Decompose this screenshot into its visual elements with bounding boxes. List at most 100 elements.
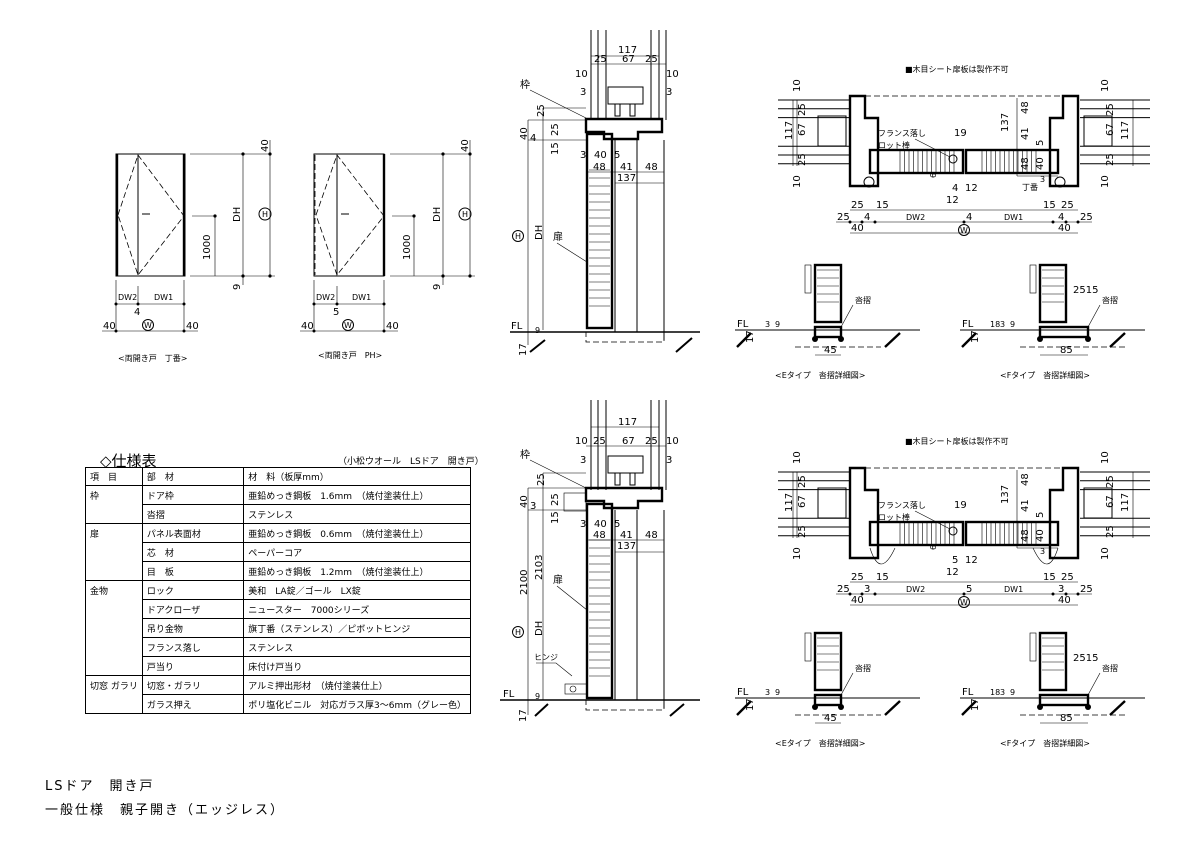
- dim-left-117: 117: [784, 121, 795, 140]
- wall-runner-right: [1083, 487, 1113, 519]
- spec-cell-material: 亜鉛めっき鋼板 1.6mm （焼付塗装仕上）: [243, 485, 471, 505]
- dim-3: 3: [1040, 175, 1045, 184]
- left-40-label: 40: [103, 321, 116, 332]
- rod-callout: ロット棒: [878, 512, 910, 522]
- dim-3b: 3: [666, 87, 672, 98]
- h-value-2100: 2100: [519, 570, 530, 595]
- sill-width-label: 85: [1060, 345, 1073, 356]
- fl-label: FL: [511, 321, 523, 332]
- dim-b-15: 15: [876, 200, 889, 211]
- elevation-caption: <両開き戸 PH>: [318, 351, 382, 360]
- wall-runner-right: [1083, 115, 1113, 147]
- right-40-label: 40: [386, 321, 399, 332]
- document-title: LSドア 開き戸: [45, 779, 155, 794]
- dim-left-25b: 25: [797, 525, 808, 538]
- frame-callout: 枠: [520, 78, 530, 91]
- pivot-arc: [869, 547, 896, 565]
- h-label: H: [462, 210, 468, 219]
- dim-40: 40: [1035, 529, 1046, 542]
- dim-41: 41: [620, 162, 633, 173]
- spec-cell-part: 吊り金物: [141, 618, 245, 638]
- door-callout: 扉: [553, 230, 563, 243]
- spec-row: 扉パネル表面材亜鉛めっき鋼板 0.6mm （焼付塗装仕上）: [85, 523, 471, 543]
- dim-b-25b: 25: [837, 584, 850, 595]
- dim-40d: 40: [594, 519, 607, 530]
- sill-callout: 沓摺: [855, 663, 871, 673]
- sill-caption: <Eタイプ 沓摺詳細図>: [775, 738, 865, 748]
- sill-width-label: 85: [1060, 713, 1073, 724]
- spec-cell-material: アルミ押出形材 （焼付塗装仕上）: [243, 675, 471, 695]
- dim-b-25: 25: [851, 572, 864, 583]
- dim-b-center: 4: [966, 212, 972, 223]
- hinge-callout: ヒンジ: [534, 653, 558, 662]
- dim-right-67: 67: [1105, 495, 1116, 508]
- dim-right-10: 10: [1100, 451, 1111, 464]
- dim-48b: 48: [1020, 157, 1031, 170]
- spec-cell-part: 切窓・ガラリ: [141, 675, 245, 695]
- dim-117: 117: [618, 45, 637, 56]
- dim-48: 48: [593, 162, 606, 173]
- wall-runner-left: [817, 115, 847, 147]
- plan-note: ■木目シート扉板は製作不可: [905, 436, 1009, 446]
- center-gap-label: 5: [333, 307, 339, 318]
- dim-19: 19: [954, 128, 967, 139]
- dh-label: DH: [534, 225, 545, 240]
- dim-b-dw2: DW2: [906, 213, 925, 222]
- dim-117: 117: [618, 417, 637, 428]
- dim-b-40: 40: [851, 595, 864, 606]
- dim-48: 48: [1020, 473, 1031, 486]
- dim-4: 4: [952, 183, 958, 194]
- dim-10b: 10: [666, 436, 679, 447]
- dim-5: 5: [1035, 140, 1046, 146]
- spec-row: 枠ドア枠亜鉛めっき鋼板 1.6mm （焼付塗装仕上）: [85, 485, 471, 505]
- dim-40: 40: [519, 495, 530, 508]
- dim-b-dw1: DW1: [1004, 213, 1023, 222]
- bottom-17-label: 17: [518, 709, 529, 722]
- dim-137: 137: [1000, 113, 1011, 132]
- sill-plate: [1038, 693, 1090, 707]
- offset-label: 2515: [1073, 285, 1098, 296]
- dim-10b: 10: [666, 69, 679, 80]
- bottom-17-label: 17: [518, 343, 529, 356]
- dim-b-15r: 15: [1043, 572, 1056, 583]
- spec-table-subtitle: （小松ウオール LSドア 開き戸）: [338, 457, 484, 467]
- spec-cell-group: [85, 504, 143, 524]
- spec-header-cell: 材 料（板厚mm）: [243, 467, 471, 486]
- dim-6: 6: [929, 545, 938, 550]
- dim-b-15r: 15: [1043, 200, 1056, 211]
- dim-b-25: 25: [851, 200, 864, 211]
- spec-cell-group: [85, 694, 143, 714]
- door-outline: [115, 153, 186, 277]
- door-leaf: [813, 631, 843, 692]
- door-outline: [313, 153, 385, 277]
- small-dim: 9: [775, 320, 780, 329]
- door-callout: 扉: [553, 573, 563, 586]
- dim-67: 67: [622, 436, 635, 447]
- spec-header-row: 項 目部 材材 料（板厚mm）: [85, 467, 471, 486]
- dim-right-117: 117: [1120, 121, 1131, 140]
- spec-cell-material: 床付け戸当り: [243, 656, 471, 676]
- spec-cell-material: ステンレス: [243, 504, 471, 524]
- hinge-callout: 丁番: [1022, 182, 1038, 192]
- dim-left-10: 10: [792, 451, 803, 464]
- offset-label: 2515: [1073, 653, 1098, 664]
- h-label: H: [515, 628, 521, 637]
- dim-right-25b: 25: [1105, 153, 1116, 166]
- spec-cell-group: [85, 618, 143, 638]
- dim-3b: 3: [580, 519, 586, 530]
- spec-row: ガラス押えポリ塩化ビニル 対応ガラス厚3〜6mm（グレー色）: [85, 694, 471, 714]
- dim-4: 5: [952, 555, 958, 566]
- dim-12b: 12: [946, 567, 959, 578]
- flush-bolt-callout: フランス落し: [878, 128, 926, 138]
- document-subtitle: 一般仕様 親子開き（エッジレス）: [45, 803, 286, 818]
- dim-b-25rr: 25: [1080, 584, 1093, 595]
- h-mark-icon: [512, 626, 524, 638]
- dim-12: 12: [965, 555, 978, 566]
- dh-label: DH: [232, 207, 243, 222]
- sill-callout: 沓摺: [1102, 663, 1118, 673]
- spec-cell-part: 目 板: [141, 561, 245, 581]
- core-lines: [589, 169, 610, 307]
- dw2-label: DW2: [316, 293, 335, 302]
